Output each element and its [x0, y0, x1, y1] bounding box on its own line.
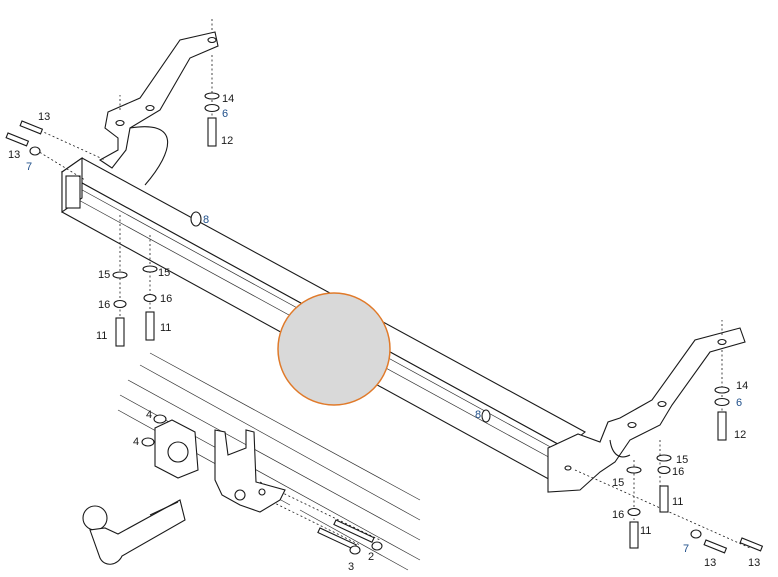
- part-label: 8: [475, 409, 481, 421]
- hardware-right: [481, 386, 764, 554]
- part-label: 14: [736, 380, 748, 392]
- part-label: 8: [203, 214, 209, 226]
- part-label: 11: [160, 322, 171, 334]
- part-label: 12: [221, 135, 233, 147]
- part-label: 7: [683, 543, 689, 555]
- part-label: 7: [26, 161, 32, 173]
- part-label: 6: [222, 108, 228, 120]
- part-label: 13: [38, 111, 50, 123]
- tow-ball-assembly: [82, 414, 383, 565]
- part-label: 15: [98, 269, 110, 281]
- part-label: 13: [748, 557, 760, 569]
- part-number-labels: 13 13 7 14 6 12 8 15 15 16 16 11 11 4 4 …: [8, 93, 760, 573]
- part-label: 13: [704, 557, 716, 569]
- part-label: 11: [96, 330, 107, 342]
- part-label: 15: [158, 267, 170, 279]
- part-label: 4: [133, 436, 139, 448]
- overlay-circle: [277, 292, 391, 406]
- part-label: 4: [146, 409, 152, 421]
- part-label: 11: [672, 496, 683, 508]
- hardware-left: [5, 92, 220, 347]
- part-label: 3: [348, 561, 354, 573]
- part-label: 16: [612, 509, 624, 521]
- part-label: 13: [8, 149, 20, 161]
- part-label: 11: [640, 525, 651, 537]
- part-label: 6: [736, 397, 742, 409]
- part-label: 16: [160, 293, 172, 305]
- part-label: 12: [734, 429, 746, 441]
- right-mounting-bracket: [547, 320, 746, 493]
- part-label: 2: [368, 551, 374, 563]
- part-label: 14: [222, 93, 234, 105]
- part-label: 15: [612, 477, 624, 489]
- assembly-guide-lines: [27, 55, 751, 549]
- part-label: 16: [672, 466, 684, 478]
- part-label: 16: [98, 299, 110, 311]
- left-mounting-bracket: [98, 18, 219, 186]
- part-label: 15: [676, 454, 688, 466]
